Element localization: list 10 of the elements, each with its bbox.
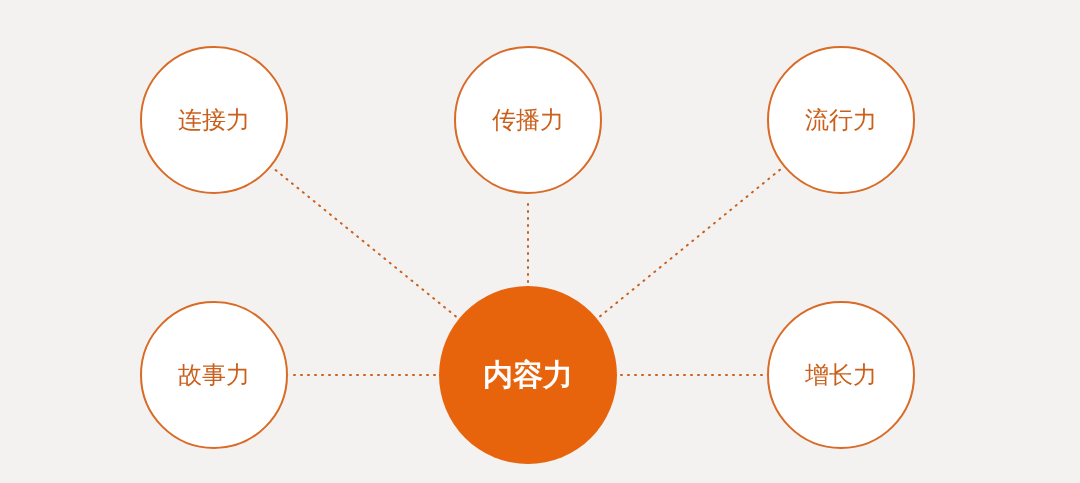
dotted-connector	[291, 374, 436, 376]
dotted-connector	[620, 374, 764, 376]
circle-label: 传播力	[492, 105, 564, 136]
circle-label: 流行力	[805, 105, 877, 136]
circle-label: 增长力	[805, 360, 877, 391]
circle-label: 内容力	[483, 355, 573, 394]
dotted-connector	[273, 168, 457, 318]
dotted-connector	[599, 168, 782, 318]
circle-label: 故事力	[178, 360, 250, 391]
circle-label: 连接力	[178, 105, 250, 136]
